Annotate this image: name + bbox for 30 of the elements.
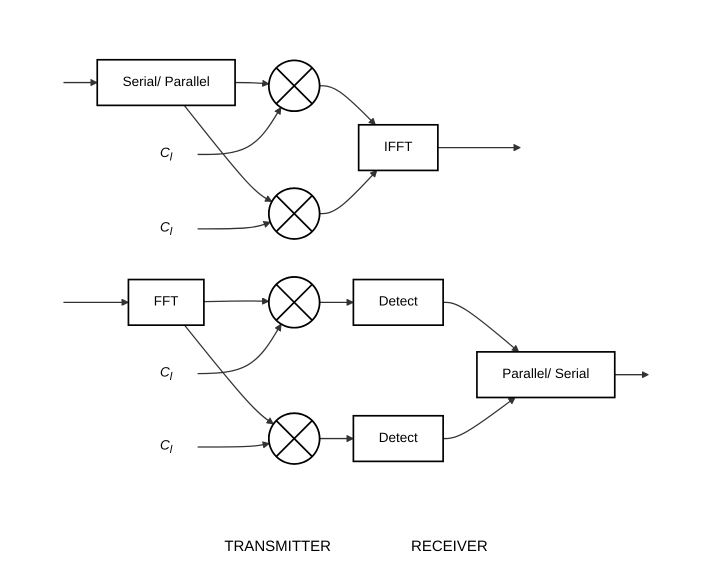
section-label: TRANSMITTER	[224, 538, 331, 555]
arrow	[320, 84, 376, 125]
node-box: IFFT	[358, 124, 439, 172]
arrow	[235, 79, 270, 87]
arrow	[184, 324, 274, 424]
arrow	[320, 298, 354, 306]
node-box: FFT	[128, 278, 205, 326]
arrow	[198, 323, 282, 374]
arrow	[198, 220, 271, 230]
node-box: Detect	[352, 278, 444, 326]
arrow	[184, 104, 272, 202]
arrow	[320, 170, 378, 214]
node-box: Detect	[352, 414, 444, 462]
node-text: C$_{l}$	[160, 146, 172, 163]
section-label: RECEIVER	[410, 538, 488, 555]
arrow	[438, 144, 521, 152]
node-text: C$_{l}$	[160, 220, 172, 238]
arrow	[198, 440, 270, 448]
arrow	[614, 370, 649, 378]
arrow	[198, 106, 282, 155]
arrow	[63, 298, 129, 306]
arrow	[204, 297, 270, 305]
arrow	[443, 301, 520, 352]
arrow	[443, 396, 516, 439]
node-text: C$_{l}$	[160, 365, 172, 383]
node-box: Serial/ Parallel	[96, 58, 236, 106]
node-box: Parallel/ Serial	[476, 350, 616, 398]
node-text: C$_{l}$	[160, 438, 172, 456]
arrow	[320, 434, 354, 442]
arrow	[63, 78, 98, 86]
